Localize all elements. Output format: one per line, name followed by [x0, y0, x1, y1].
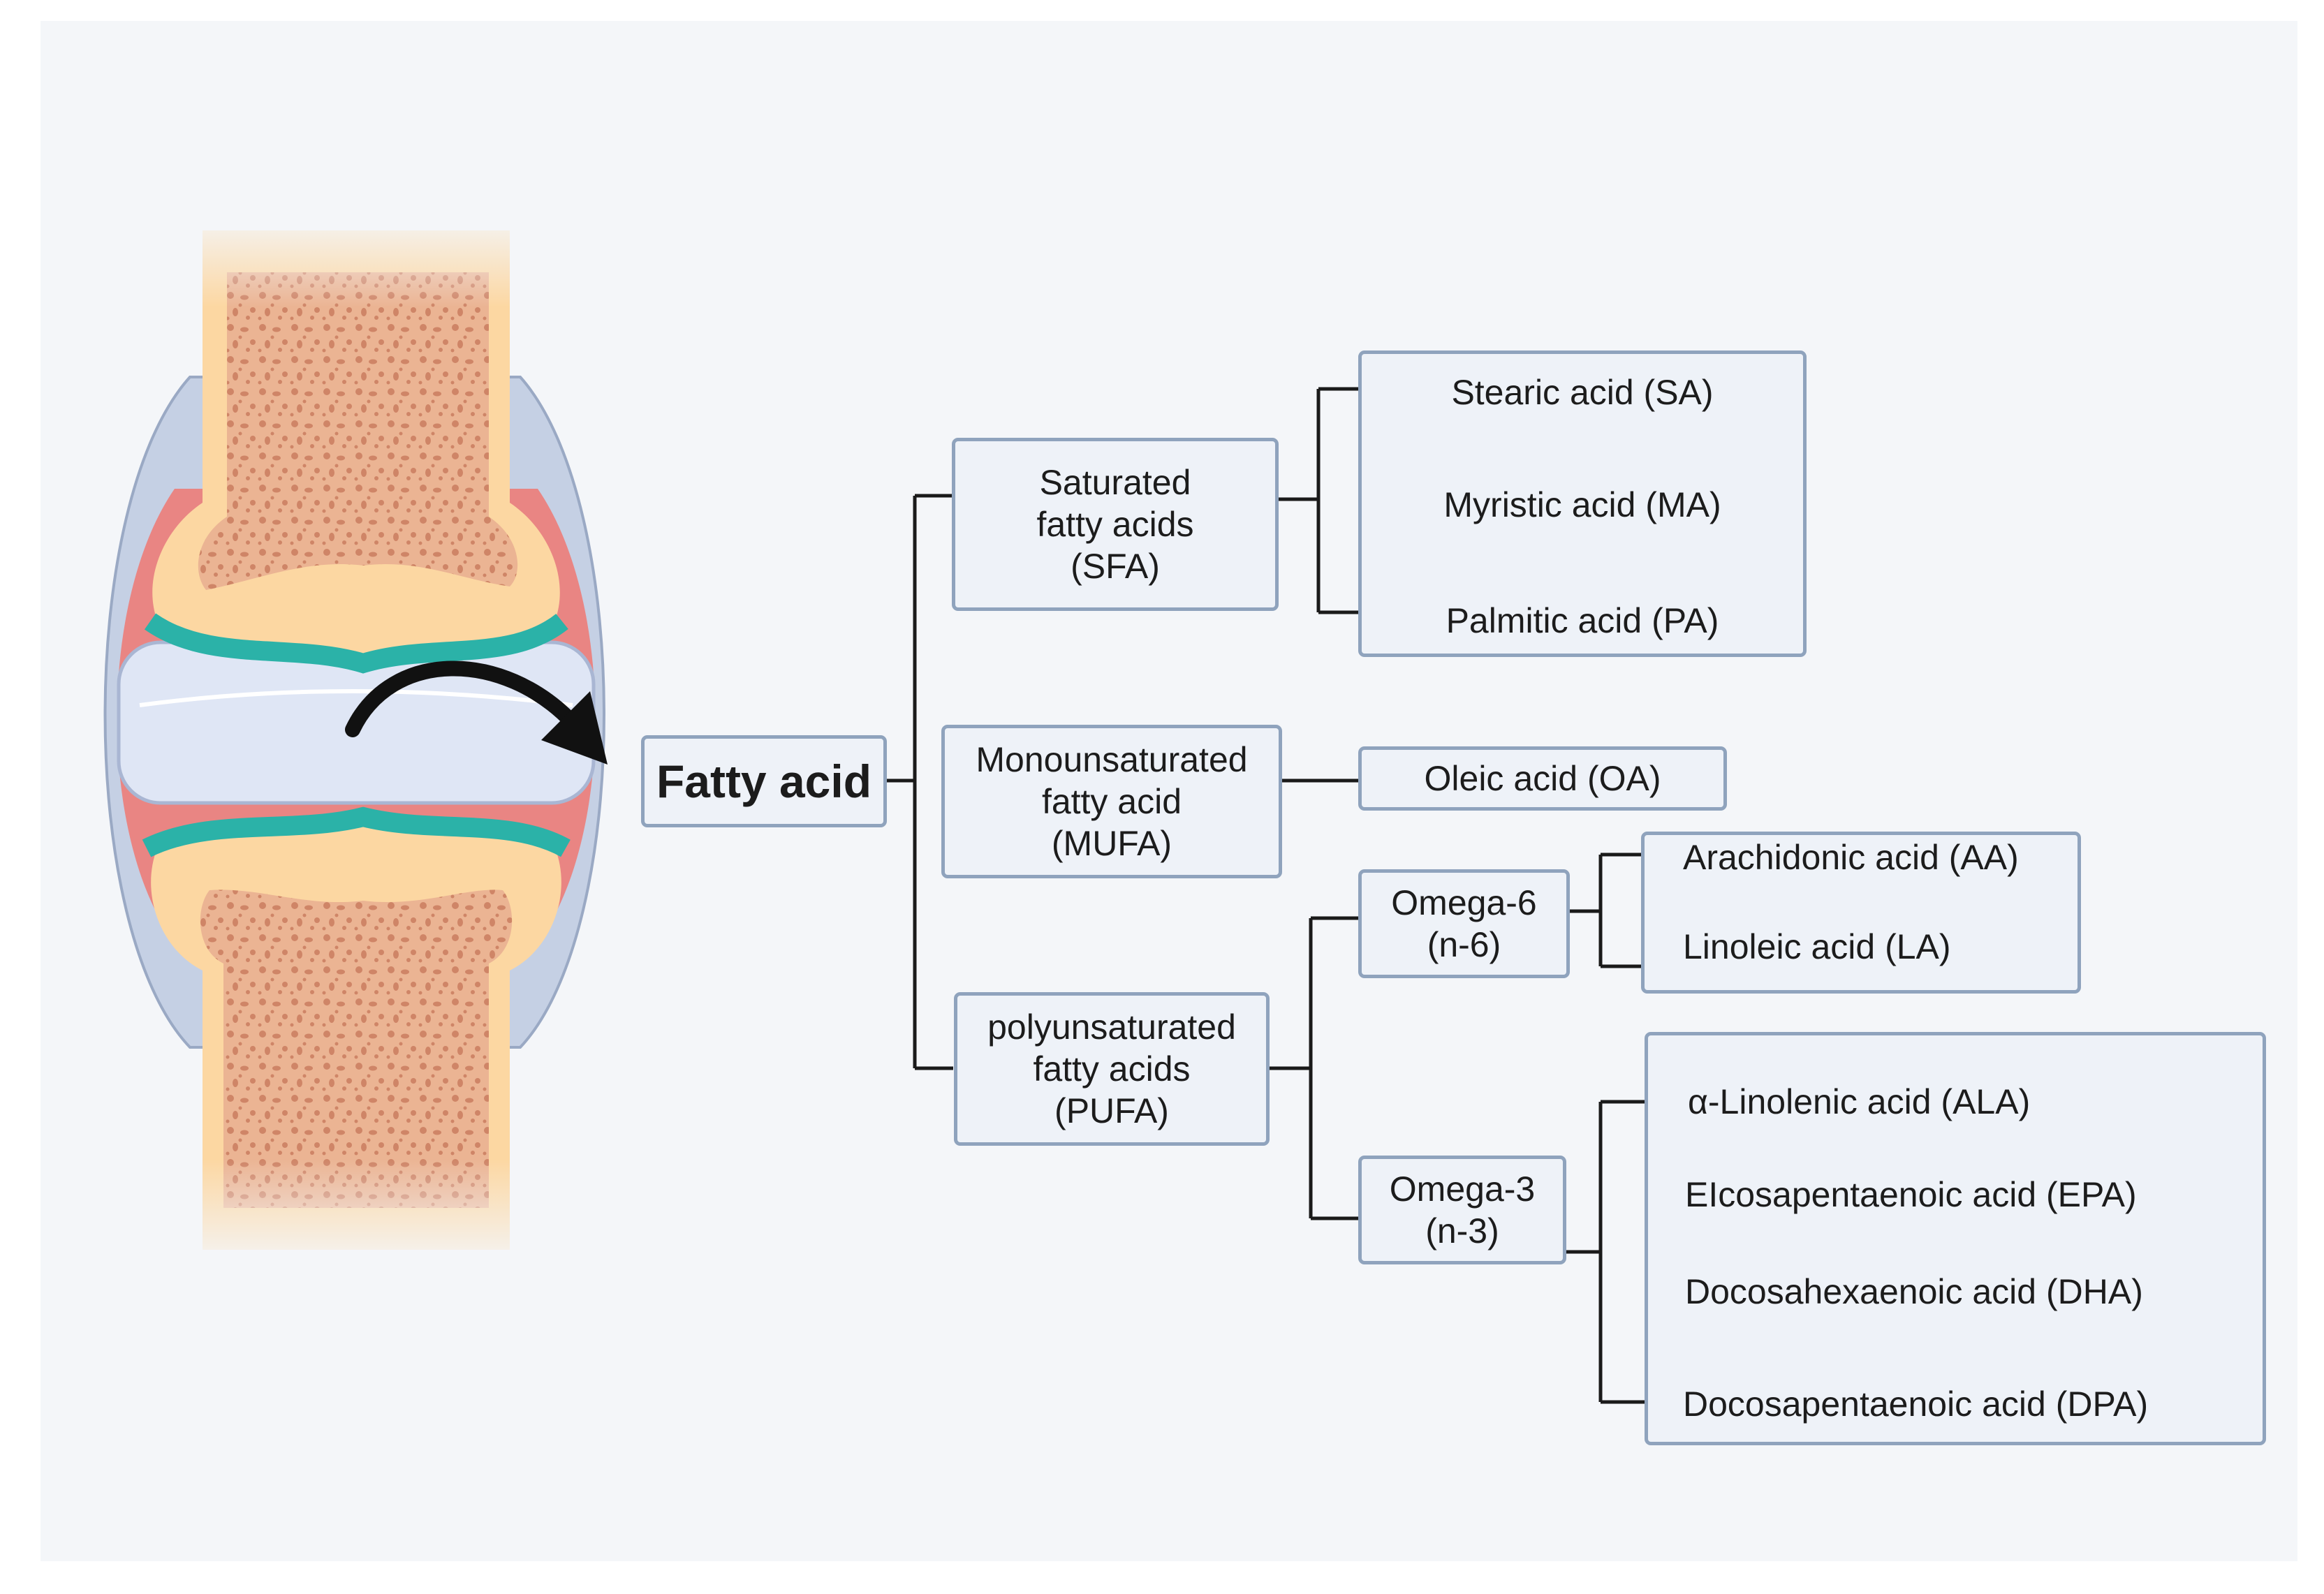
femur-bone	[144, 230, 568, 674]
docosapentaenoic-acid-item: Docosapentaenoic acid (DPA)	[1683, 1385, 2149, 1424]
pufa-line-1: polyunsaturated	[987, 1008, 1236, 1047]
sfa-acids-box: Stearic acid (SA) Myristic acid (MA) Pal…	[1358, 350, 1807, 657]
omega-3-box: Omega-3 (n-3)	[1358, 1156, 1566, 1264]
docosahexaenoic-acid-item: Docosahexaenoic acid (DHA)	[1685, 1272, 2143, 1311]
sfa-line-1: Saturated	[1039, 463, 1191, 502]
omega-6-line-2: (n-6)	[1427, 925, 1501, 964]
omega-3-acids-box: α-Linolenic acid (ALA) EIcosapentaenoic …	[1645, 1032, 2266, 1445]
sfa-line-2: fatty acids	[1036, 505, 1194, 544]
pufa-line-2: fatty acids	[1033, 1049, 1191, 1089]
omega-3-line-1: Omega-3	[1389, 1169, 1536, 1209]
linoleic-acid-item: Linoleic acid (LA)	[1683, 927, 1951, 966]
omega-3-line-2: (n-3)	[1425, 1211, 1499, 1250]
sfa-line-3: (SFA)	[1071, 547, 1160, 586]
eicosapentaenoic-acid-item: EIcosapentaenoic acid (EPA)	[1685, 1175, 2137, 1214]
oleic-acid-box: Oleic acid (OA)	[1358, 746, 1727, 811]
fatty-acid-box: Fatty acid	[641, 735, 887, 827]
palmitic-acid-item: Palmitic acid (PA)	[1446, 601, 1719, 640]
arachidonic-acid-item: Arachidonic acid (AA)	[1683, 838, 2019, 877]
pufa-line-3: (PUFA)	[1054, 1091, 1169, 1130]
alpha-linolenic-acid-item: α-Linolenic acid (ALA)	[1688, 1082, 2031, 1121]
oleic-acid-item: Oleic acid (OA)	[1424, 759, 1661, 798]
sfa-box: Saturated fatty acids (SFA)	[952, 438, 1279, 611]
pufa-box: polyunsaturated fatty acids (PUFA)	[954, 992, 1270, 1146]
omega-6-line-1: Omega-6	[1391, 883, 1537, 922]
stearic-acid-item: Stearic acid (SA)	[1451, 373, 1714, 412]
mufa-box: Monounsaturated fatty acid (MUFA)	[941, 725, 1282, 878]
curved-arrow	[345, 661, 608, 765]
tibia-bone	[142, 806, 571, 1250]
mufa-line-3: (MUFA)	[1051, 824, 1172, 863]
mufa-line-1: Monounsaturated	[976, 740, 1248, 779]
omega-6-acids-box: Arachidonic acid (AA) Linoleic acid (LA)	[1641, 832, 2081, 994]
fatty-acid-label: Fatty acid	[656, 755, 872, 807]
myristic-acid-item: Myristic acid (MA)	[1443, 485, 1721, 524]
omega-6-box: Omega-6 (n-6)	[1358, 869, 1570, 978]
mufa-line-2: fatty acid	[1041, 782, 1182, 821]
